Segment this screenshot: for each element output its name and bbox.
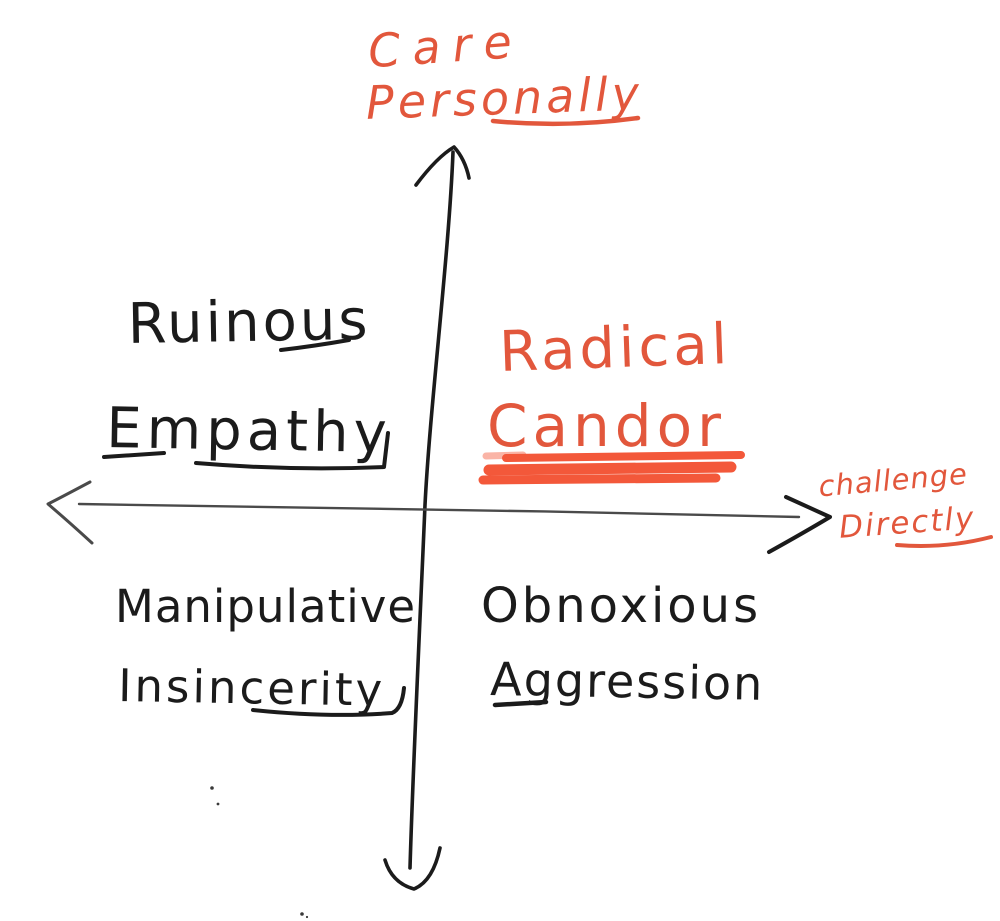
quadrant-bottom-left-line1: Manipulative — [115, 580, 416, 633]
left-arrowhead-icon — [46, 480, 94, 545]
vertical-axis-label-line1: Care — [366, 14, 525, 79]
quadrant-bottom-left-line2: Insincerity — [118, 659, 386, 717]
quadrant-labels: Ruinous Empathy Radical Candor Manipulat… — [102, 288, 765, 717]
axes — [46, 145, 832, 891]
horizontal-axis-label-line2: Directly — [838, 500, 977, 545]
radical-candor-marker-stroke-3 — [478, 473, 721, 485]
vertical-axis-label-line2: Personally — [365, 66, 644, 130]
quadrant-top-right-line2: Candor — [487, 392, 726, 460]
ink-speck — [300, 912, 304, 916]
ink-speck — [305, 915, 309, 919]
up-arrowhead-icon — [414, 145, 471, 187]
ruinous-underline — [279, 338, 351, 352]
right-arrowhead-icon — [767, 495, 832, 554]
directly-underline — [895, 535, 993, 548]
aggression-a-underline — [492, 699, 549, 708]
empathy-underline-hook — [194, 431, 390, 471]
quadrant-bottom-right-line1: Obnoxious — [481, 578, 761, 634]
down-arrowhead-icon — [383, 846, 442, 891]
ink-speck — [210, 786, 214, 790]
insincerity-underline-hook — [251, 686, 406, 717]
personally-underline — [490, 115, 641, 127]
radical-candor-marker-stroke-1 — [502, 451, 745, 462]
quadrant-top-left-line1: Ruinous — [127, 288, 371, 357]
vertical-axis-line — [408, 150, 455, 870]
horizontal-axis-line — [77, 502, 801, 519]
ink-speck — [216, 802, 220, 806]
quadrant-top-right-line1: Radical — [498, 312, 732, 385]
radical-candor-marker-stroke-2 — [483, 461, 737, 476]
ink-specks — [210, 786, 309, 919]
empathy-e-underline — [102, 451, 166, 459]
horizontal-axis-label-line1: challenge — [817, 457, 969, 504]
